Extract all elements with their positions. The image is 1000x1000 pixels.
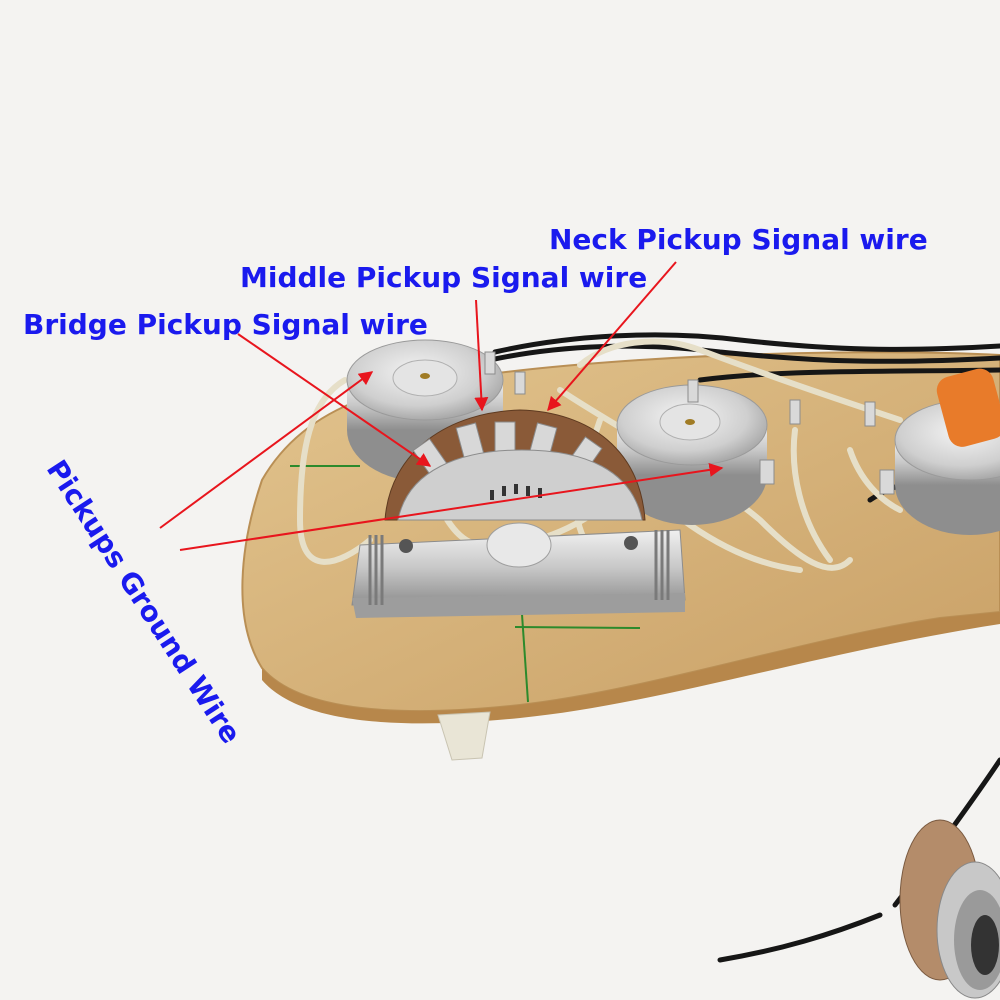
selector-switch-icon [351,409,686,618]
arrow-icon [547,261,677,412]
arrow-icon [474,299,489,412]
arrow-icon [159,371,374,529]
solder-lugs [484,351,895,495]
middle-pickup-label: Middle Pickup Signal wire [240,261,648,294]
neck-pickup-label: Neck Pickup Signal wire [549,223,928,256]
bridge-pickup-label: Bridge Pickup Signal wire [23,308,428,341]
potentiometer-icon [616,384,768,525]
jack-icon [899,819,1000,999]
capacitor-icon [936,368,1000,447]
annotation-arrows [159,261,724,551]
mounting-stud [437,711,491,761]
arrow-icon [179,462,724,551]
